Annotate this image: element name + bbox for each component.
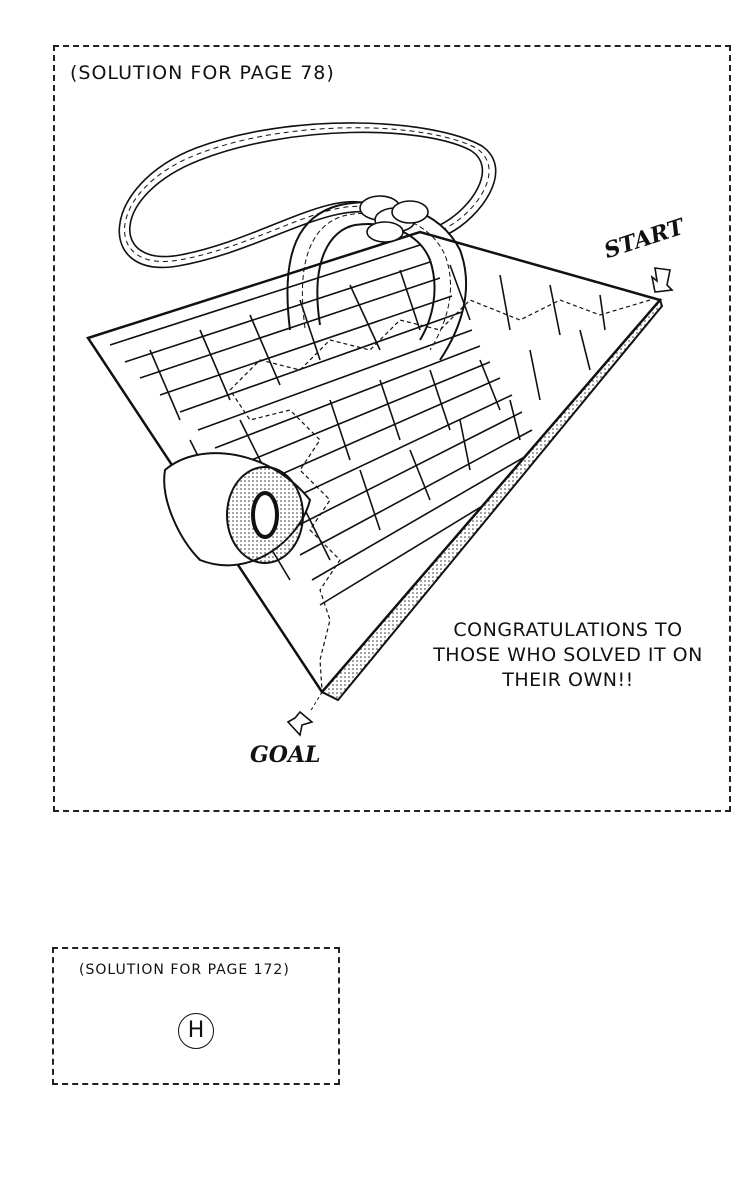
congratulations-message: CONGRATULATIONS TO THOSE WHO SOLVED IT O… xyxy=(433,619,703,691)
eye-of-wdjat xyxy=(163,452,312,567)
goal-label: GOAL xyxy=(250,742,321,768)
rope-knot xyxy=(359,195,429,243)
answer-solution-caption: (SOLUTION FOR PAGE 172) xyxy=(79,962,290,978)
maze-solution-panel xyxy=(53,45,731,812)
maze-solution-caption: (SOLUTION FOR PAGE 78) xyxy=(70,62,335,84)
goal-arrow-icon xyxy=(286,710,314,737)
answer-solution-panel xyxy=(52,947,340,1085)
start-arrow-icon xyxy=(650,267,674,293)
solution-path xyxy=(229,299,651,691)
circled-answer: H xyxy=(178,1013,214,1049)
rope-loop xyxy=(118,122,497,269)
